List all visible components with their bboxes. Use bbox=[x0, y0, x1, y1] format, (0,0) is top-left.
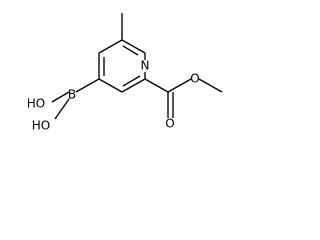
bond-c4-to-b bbox=[75, 78, 100, 93]
atom-oh-bottom: HO bbox=[32, 119, 50, 133]
atom-ester-o: O bbox=[190, 72, 199, 86]
double-bond-c5-c6-inner bbox=[122, 75, 141, 87]
atom-n: N bbox=[141, 59, 150, 73]
bond-b-to-oh-bottom bbox=[54, 98, 70, 120]
bond-c6-to-ester-carbon bbox=[144, 78, 169, 93]
bond-ether-o-to-methyl bbox=[198, 78, 223, 93]
bond-c5-to-c6 bbox=[121, 78, 146, 93]
atom-b: B bbox=[68, 88, 76, 102]
molecule-diagram: N B HO HO O O bbox=[26, 13, 223, 133]
bond-c4-to-c5 bbox=[98, 78, 123, 93]
atom-carbonyl-o: O bbox=[165, 117, 174, 131]
double-bond-n-c2-inner bbox=[122, 45, 139, 56]
bond-ester-carbon-to-ether-o bbox=[167, 78, 192, 93]
atom-oh-top: HO bbox=[27, 97, 45, 111]
structure-svg: N B HO HO O O bbox=[27, 13, 223, 133]
bond-b-to-oh-top bbox=[51, 91, 70, 103]
bond-c2-to-c3 bbox=[98, 39, 123, 54]
bond-c-methyl-to-c2 bbox=[121, 39, 146, 54]
